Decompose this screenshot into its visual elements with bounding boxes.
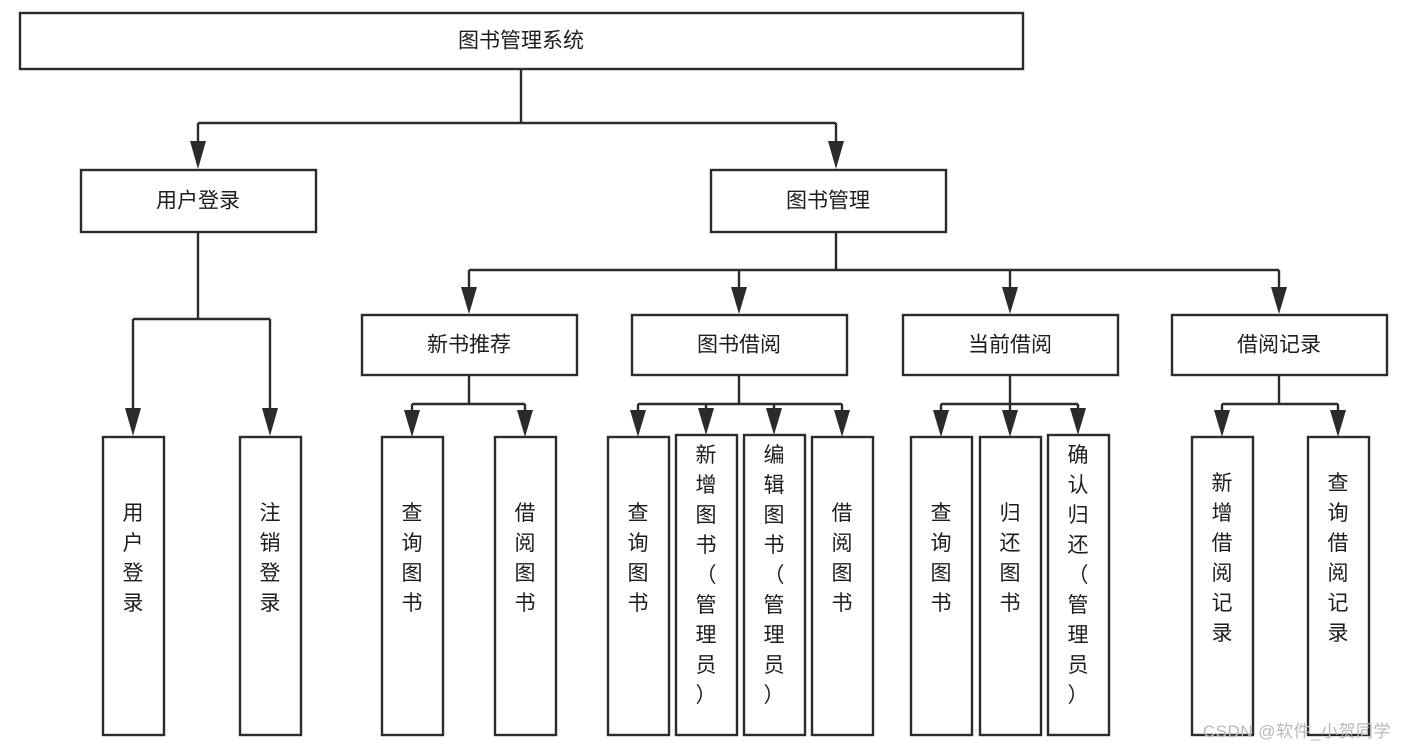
node-book-borrow-box[interactable]	[630, 313, 849, 377]
node-leaf-edit-book-box[interactable]	[742, 433, 807, 737]
node-user-login[interactable]: 用户登录	[79, 168, 318, 234]
node-book-manage[interactable]: 图书管理	[709, 168, 948, 234]
node-borrow-record[interactable]: 借阅记录	[1170, 313, 1389, 377]
connector-group-root	[190, 69, 844, 169]
arrow-head-book-borrow	[731, 287, 747, 314]
node-leaf-query-book-2-label: 查询图书	[628, 502, 649, 615]
node-leaf-query-record-label: 查询借阅记录	[1328, 472, 1349, 645]
node-root-label: 图书管理系统	[458, 30, 584, 53]
node-leaf-query-book-1[interactable]: 查询图书	[380, 435, 445, 737]
arrow-head-new-book-rec	[461, 287, 477, 314]
node-book-manage-label: 图书管理	[786, 190, 870, 213]
node-user-login-label: 用户登录	[156, 190, 240, 213]
node-leaf-borrow-book-1-box[interactable]	[493, 435, 558, 737]
arrow-head-current-borrow	[1002, 287, 1018, 314]
node-leaf-query-book-3[interactable]: 查询图书	[909, 435, 974, 737]
node-leaf-borrow-book-1-label: 借阅图书	[515, 502, 536, 615]
arrow-head-leaf-borrow-book-1	[517, 410, 533, 437]
node-leaf-add-book-box[interactable]	[674, 433, 739, 737]
node-leaf-confirm-return[interactable]: 确认归还（管理员）	[1046, 433, 1111, 737]
arrow-head-leaf-return-book	[1002, 410, 1018, 437]
node-leaf-add-record-label: 新增借阅记录	[1212, 472, 1233, 645]
node-leaf-query-book-1-box[interactable]	[380, 435, 445, 737]
node-leaf-borrow-book-1[interactable]: 借阅图书	[493, 435, 558, 737]
node-leaf-edit-book-label: 编辑图书（管理员）	[764, 444, 785, 707]
node-book-borrow[interactable]: 图书借阅	[630, 313, 849, 377]
node-new-book-rec[interactable]: 新书推荐	[360, 313, 579, 377]
arrow-head-leaf-query-book-3	[933, 410, 949, 437]
connector-group-new-book-rec	[404, 376, 533, 437]
node-user-login-box[interactable]	[79, 168, 318, 234]
node-root-box[interactable]	[18, 11, 1025, 71]
node-new-book-rec-box[interactable]	[360, 313, 579, 377]
node-leaf-user-login-box[interactable]	[101, 435, 166, 737]
node-leaf-add-record-box[interactable]	[1190, 435, 1255, 737]
node-leaf-edit-book[interactable]: 编辑图书（管理员）	[742, 433, 807, 737]
connector-group-borrow-record	[1214, 376, 1346, 437]
node-leaf-borrow-book-2[interactable]: 借阅图书	[810, 435, 875, 737]
node-leaf-logout-login-box[interactable]	[238, 435, 303, 737]
node-borrow-record-box[interactable]	[1170, 313, 1389, 377]
node-leaf-query-book-2[interactable]: 查询图书	[606, 435, 671, 737]
node-leaf-return-book-box[interactable]	[978, 435, 1043, 737]
connector-group-book-borrow	[630, 376, 850, 437]
node-leaf-query-book-3-box[interactable]	[909, 435, 974, 737]
node-leaf-confirm-return-label: 确认归还（管理员）	[1068, 444, 1089, 707]
node-leaf-query-book-1-label: 查询图书	[402, 502, 423, 615]
node-leaf-add-book[interactable]: 新增图书（管理员）	[674, 433, 739, 737]
node-leaf-query-record[interactable]: 查询借阅记录	[1306, 435, 1371, 737]
node-leaf-borrow-book-2-label: 借阅图书	[832, 502, 853, 615]
arrow-head-leaf-query-book-1	[404, 410, 420, 437]
node-leaf-confirm-return-box[interactable]	[1046, 433, 1111, 737]
arrow-head-leaf-add-record	[1214, 410, 1230, 437]
node-leaf-add-record[interactable]: 新增借阅记录	[1190, 435, 1255, 737]
connector-group-user-login	[125, 233, 278, 436]
node-leaf-logout-login[interactable]: 注销登录	[238, 435, 303, 737]
arrow-head-leaf-user-login	[125, 408, 141, 436]
node-leaf-query-book-2-box[interactable]	[606, 435, 671, 737]
arrow-head-leaf-edit-book	[766, 408, 782, 435]
node-leaf-user-login[interactable]: 用户登录	[101, 435, 166, 737]
node-leaf-add-book-label: 新增图书（管理员）	[696, 444, 717, 707]
arrow-head-leaf-confirm-return	[1070, 408, 1086, 435]
arrow-head-leaf-borrow-book-2	[834, 410, 850, 437]
node-leaf-query-record-box[interactable]	[1306, 435, 1371, 737]
node-leaf-borrow-book-2-box[interactable]	[810, 435, 875, 737]
connector-group-book-manage	[461, 233, 1287, 314]
node-borrow-record-label: 借阅记录	[1237, 334, 1321, 357]
node-book-borrow-label: 图书借阅	[697, 334, 781, 357]
node-leaf-user-login-label: 用户登录	[123, 502, 144, 615]
node-leaf-logout-login-label: 注销登录	[260, 502, 281, 615]
node-current-borrow-label: 当前借阅	[968, 334, 1052, 357]
arrow-head-borrow-record	[1271, 287, 1287, 314]
node-current-borrow[interactable]: 当前借阅	[901, 313, 1120, 377]
node-root[interactable]: 图书管理系统	[18, 11, 1025, 71]
node-new-book-rec-label: 新书推荐	[427, 334, 511, 357]
node-leaf-return-book[interactable]: 归还图书	[978, 435, 1043, 737]
arrow-head-leaf-query-record	[1330, 410, 1346, 437]
arrow-head-leaf-add-book	[698, 408, 714, 435]
node-leaf-query-book-3-label: 查询图书	[931, 502, 952, 615]
node-current-borrow-box[interactable]	[901, 313, 1120, 377]
csdn-watermark: CSDN @软件_小贺同学	[1202, 722, 1391, 741]
arrow-head-book-manage	[828, 141, 844, 169]
connector-group-current-borrow	[933, 376, 1086, 437]
arrow-head-user-login	[190, 141, 206, 169]
arrow-head-leaf-query-book-2	[630, 410, 646, 437]
arrow-head-leaf-logout-login	[262, 408, 278, 436]
node-book-manage-box[interactable]	[709, 168, 948, 234]
node-leaf-return-book-label: 归还图书	[1000, 502, 1021, 615]
